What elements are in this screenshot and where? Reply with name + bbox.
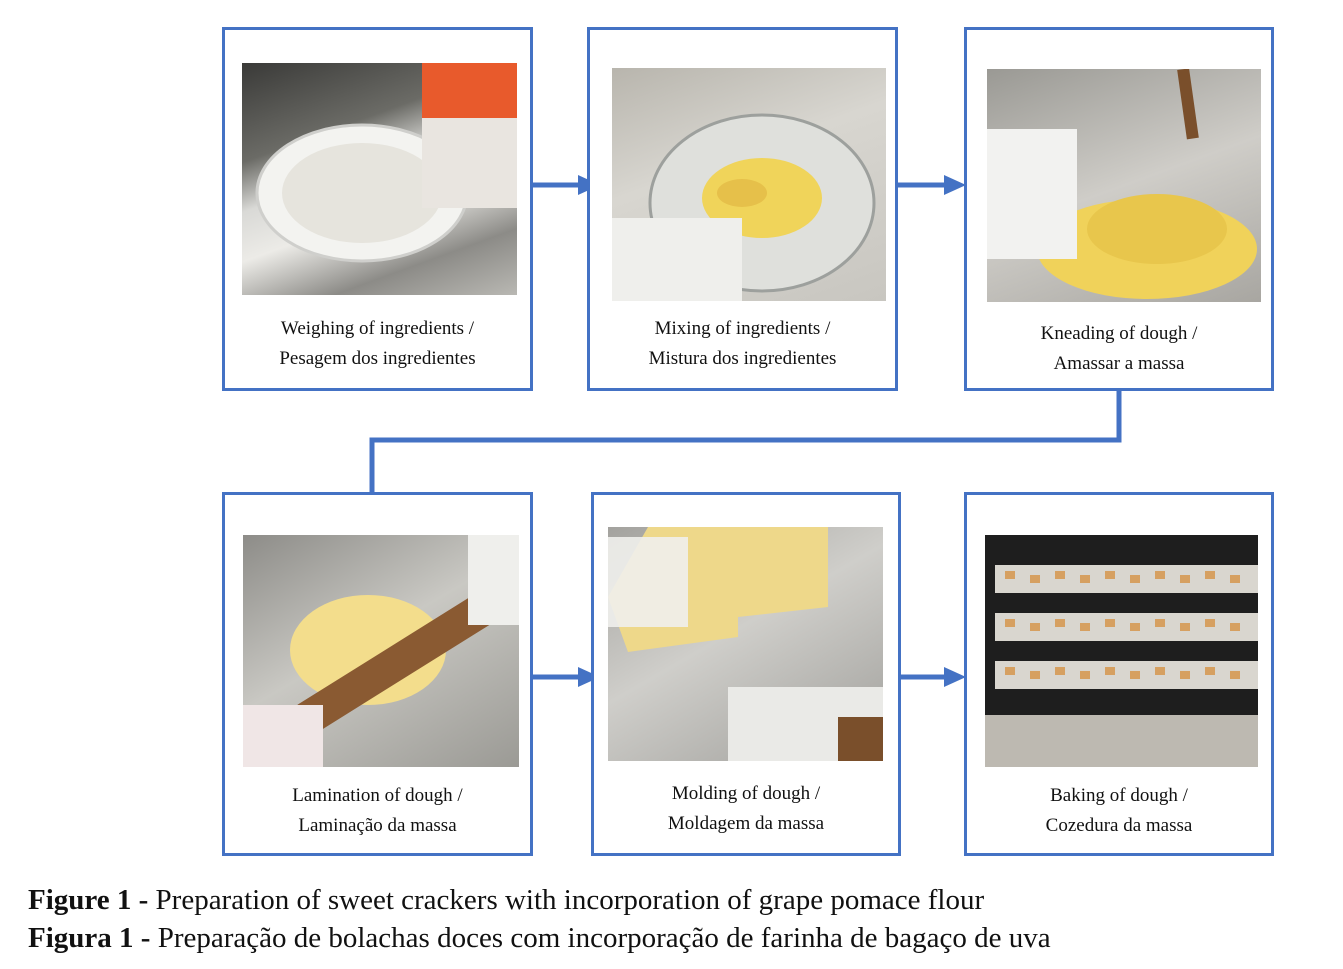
label-pt: Amassar a massa [1053,353,1185,374]
photo-illustration [255,63,517,263]
step-caption: Lamination of dough / Laminação da massa [225,781,530,841]
label-en: Lamination of dough / [292,785,463,806]
arrowhead [944,667,966,687]
arrowhead [578,667,600,687]
figure-label-pt: Figura 1 - [28,922,151,954]
photo-illustration [243,535,519,767]
label-en: Molding of dough / [671,783,821,804]
label-en: Weighing of ingredients / [280,318,475,339]
photo-illustration [612,113,876,301]
step-lamination: Lamination of dough / Laminação da massa [222,492,533,856]
step-baking: Baking of dough / Cozedura da massa [964,492,1274,856]
figure-caption-pt: Figura 1 - Preparação de bolachas doces … [28,922,1051,955]
photo-lamination [243,535,519,767]
figure-text-pt: Preparação de bolachas doces com incorpo… [150,922,1051,954]
label-pt: Cozedura da massa [1045,815,1193,836]
step-caption: Weighing of ingredients / Pesagem dos in… [225,314,530,374]
label-pt: Pesagem dos ingredientes [279,348,476,369]
label-en: Kneading of dough / [1040,323,1198,344]
step-caption: Molding of dough / Moldagem da massa [594,779,898,839]
arrowhead [944,175,966,195]
step-caption: Kneading of dough / Amassar a massa [967,319,1271,379]
figure-label-en: Figure 1 - [28,884,149,916]
label-pt: Mistura dos ingredientes [648,348,837,369]
photo-mixing [612,68,886,301]
label-pt: Moldagem da massa [667,813,825,834]
photo-illustration [985,565,1258,767]
photo-kneading [987,69,1261,302]
label-pt: Laminação da massa [298,815,457,836]
step-caption: Baking of dough / Cozedura da massa [967,781,1271,841]
label-en: Baking of dough / [1050,785,1188,806]
step-mixing: Mixing of ingredients / Mistura dos ingr… [587,27,898,391]
photo-weighing [242,63,517,295]
figure-caption-en: Figure 1 - Preparation of sweet crackers… [28,884,984,917]
photo-molding [608,527,883,761]
arrow-kneading-to-lamination [369,390,1122,498]
step-caption: Mixing of ingredients / Mistura dos ingr… [590,314,895,374]
step-molding: Molding of dough / Moldagem da massa [591,492,901,856]
step-weighing: Weighing of ingredients / Pesagem dos in… [222,27,533,391]
photo-illustration [608,527,883,761]
photo-baking [985,535,1258,767]
figure-text-en: Preparation of sweet crackers with incor… [148,884,985,916]
label-en: Mixing of ingredients / [654,318,831,339]
photo-illustration [987,69,1257,299]
step-kneading: Kneading of dough / Amassar a massa [964,27,1274,391]
